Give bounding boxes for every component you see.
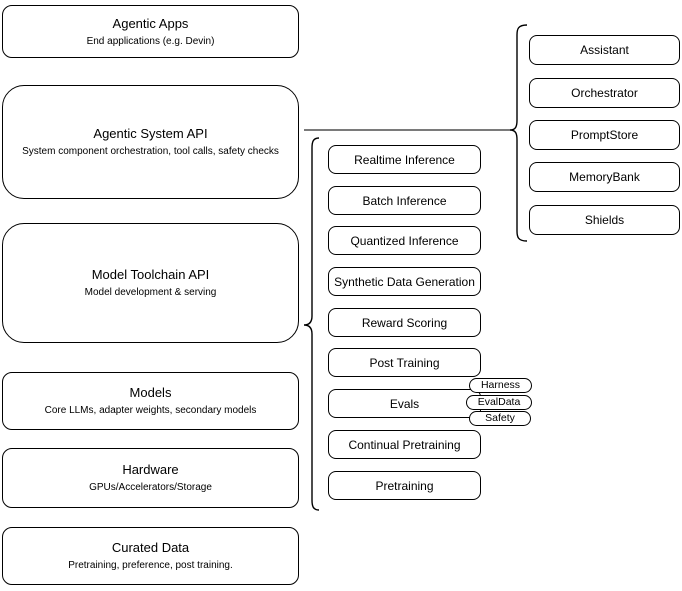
node-subtitle: Model development & serving xyxy=(84,287,217,298)
node-subtitle: GPUs/Accelerators/Storage xyxy=(89,482,212,493)
node-models: Models Core LLMs, adapter weights, secon… xyxy=(2,372,299,430)
node-curated-data: Curated Data Pretraining, preference, po… xyxy=(2,527,299,585)
tag-harness: Harness xyxy=(469,378,532,393)
node-subtitle: System component orchestration, tool cal… xyxy=(22,146,279,157)
node-title: Agentic Apps xyxy=(112,15,189,31)
node-synthetic-data-generation: Synthetic Data Generation xyxy=(328,267,481,296)
node-quantized-inference: Quantized Inference xyxy=(328,226,481,255)
node-title: Models xyxy=(129,385,172,400)
node-subtitle: Pretraining, preference, post training. xyxy=(68,560,233,571)
node-post-training: Post Training xyxy=(328,348,481,377)
node-hardware: Hardware GPUs/Accelerators/Storage xyxy=(2,448,299,508)
brace-toolchain-components xyxy=(303,137,320,511)
node-title: Model Toolchain API xyxy=(91,267,210,282)
node-batch-inference: Batch Inference xyxy=(328,186,481,215)
node-subtitle: Core LLMs, adapter weights, secondary mo… xyxy=(44,405,257,416)
node-model-toolchain-api: Model Toolchain API Model development & … xyxy=(2,223,299,343)
node-realtime-inference: Realtime Inference xyxy=(328,145,481,174)
brace-system-components xyxy=(509,24,528,242)
node-agentic-apps: Agentic Apps End applications (e.g. Devi… xyxy=(2,5,299,58)
tag-evaldata: EvalData xyxy=(466,395,532,410)
node-title: Agentic System API xyxy=(93,126,208,141)
node-title: Hardware xyxy=(122,462,179,477)
node-orchestrator: Orchestrator xyxy=(529,78,680,108)
node-shields: Shields xyxy=(529,205,680,235)
node-pretraining: Pretraining xyxy=(328,471,481,500)
node-memorybank: MemoryBank xyxy=(529,162,680,192)
node-title: Curated Data xyxy=(111,540,190,555)
tag-safety: Safety xyxy=(469,411,531,426)
node-continual-pretraining: Continual Pretraining xyxy=(328,430,481,459)
node-reward-scoring: Reward Scoring xyxy=(328,308,481,337)
node-agentic-system-api: Agentic System API System component orch… xyxy=(2,85,299,199)
node-assistant: Assistant xyxy=(529,35,680,65)
node-subtitle: End applications (e.g. Devin) xyxy=(86,35,215,47)
node-evals: Evals xyxy=(328,389,481,418)
node-promptstore: PromptStore xyxy=(529,120,680,150)
